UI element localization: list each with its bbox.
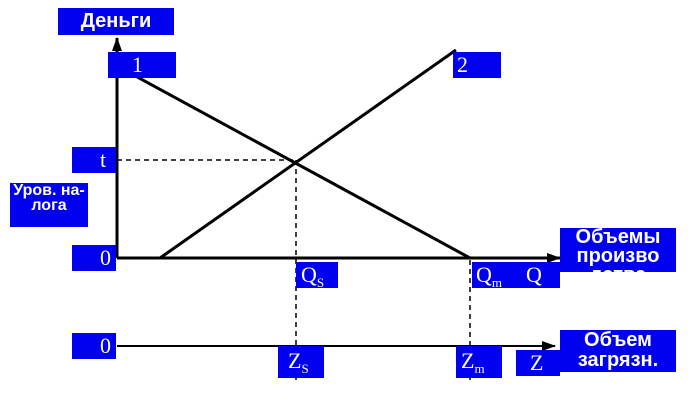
zero-top-label: 0 (72, 245, 116, 271)
zero-bottom-label: 0 (72, 333, 116, 359)
line-1 (116, 64, 471, 260)
q-axis-label: Q (526, 262, 542, 287)
qm-label-main: Q (476, 262, 492, 287)
zs-label-sub: S (301, 361, 309, 376)
qs-label: QS (296, 262, 338, 288)
zs-label-main: Z (288, 348, 302, 373)
line-1-label: 1 (108, 52, 176, 78)
money-axis-label: Деньги (58, 8, 174, 35)
pollution-volume-label-text: Объем загрязн. (577, 330, 659, 371)
t-label: t (72, 147, 116, 173)
z-axis-label-box: Z (516, 350, 560, 376)
line-2-label-text: 2 (457, 52, 468, 77)
zero-bottom-label-text: 0 (100, 333, 111, 358)
pollution-volume-label: Объем загрязн. (560, 330, 676, 372)
z-axis-label: Z (530, 350, 544, 375)
tax-level-label-text: Уров. на-лога (13, 183, 85, 214)
zm-label-main: Z (461, 348, 475, 373)
qm-label-sub: m (491, 275, 503, 288)
zero-top-label-text: 0 (100, 245, 111, 270)
production-volume-label: Объемы произво дства (560, 228, 676, 272)
zm-label: Zm (456, 346, 502, 378)
money-axis-label-text: Деньги (80, 10, 152, 32)
t-label-text: t (100, 147, 107, 172)
zm-label-sub: m (474, 361, 485, 376)
qs-label-main: Q (301, 262, 317, 287)
qs-label-sub: S (316, 275, 325, 288)
line-1-label-text: 1 (132, 52, 143, 77)
zs-label: ZS (278, 346, 324, 378)
line-2-label: 2 (453, 52, 501, 78)
line-2 (159, 48, 457, 260)
production-volume-label-text: Объемы произво дства (575, 228, 661, 272)
tax-level-label: Уров. на-лога (10, 183, 88, 227)
